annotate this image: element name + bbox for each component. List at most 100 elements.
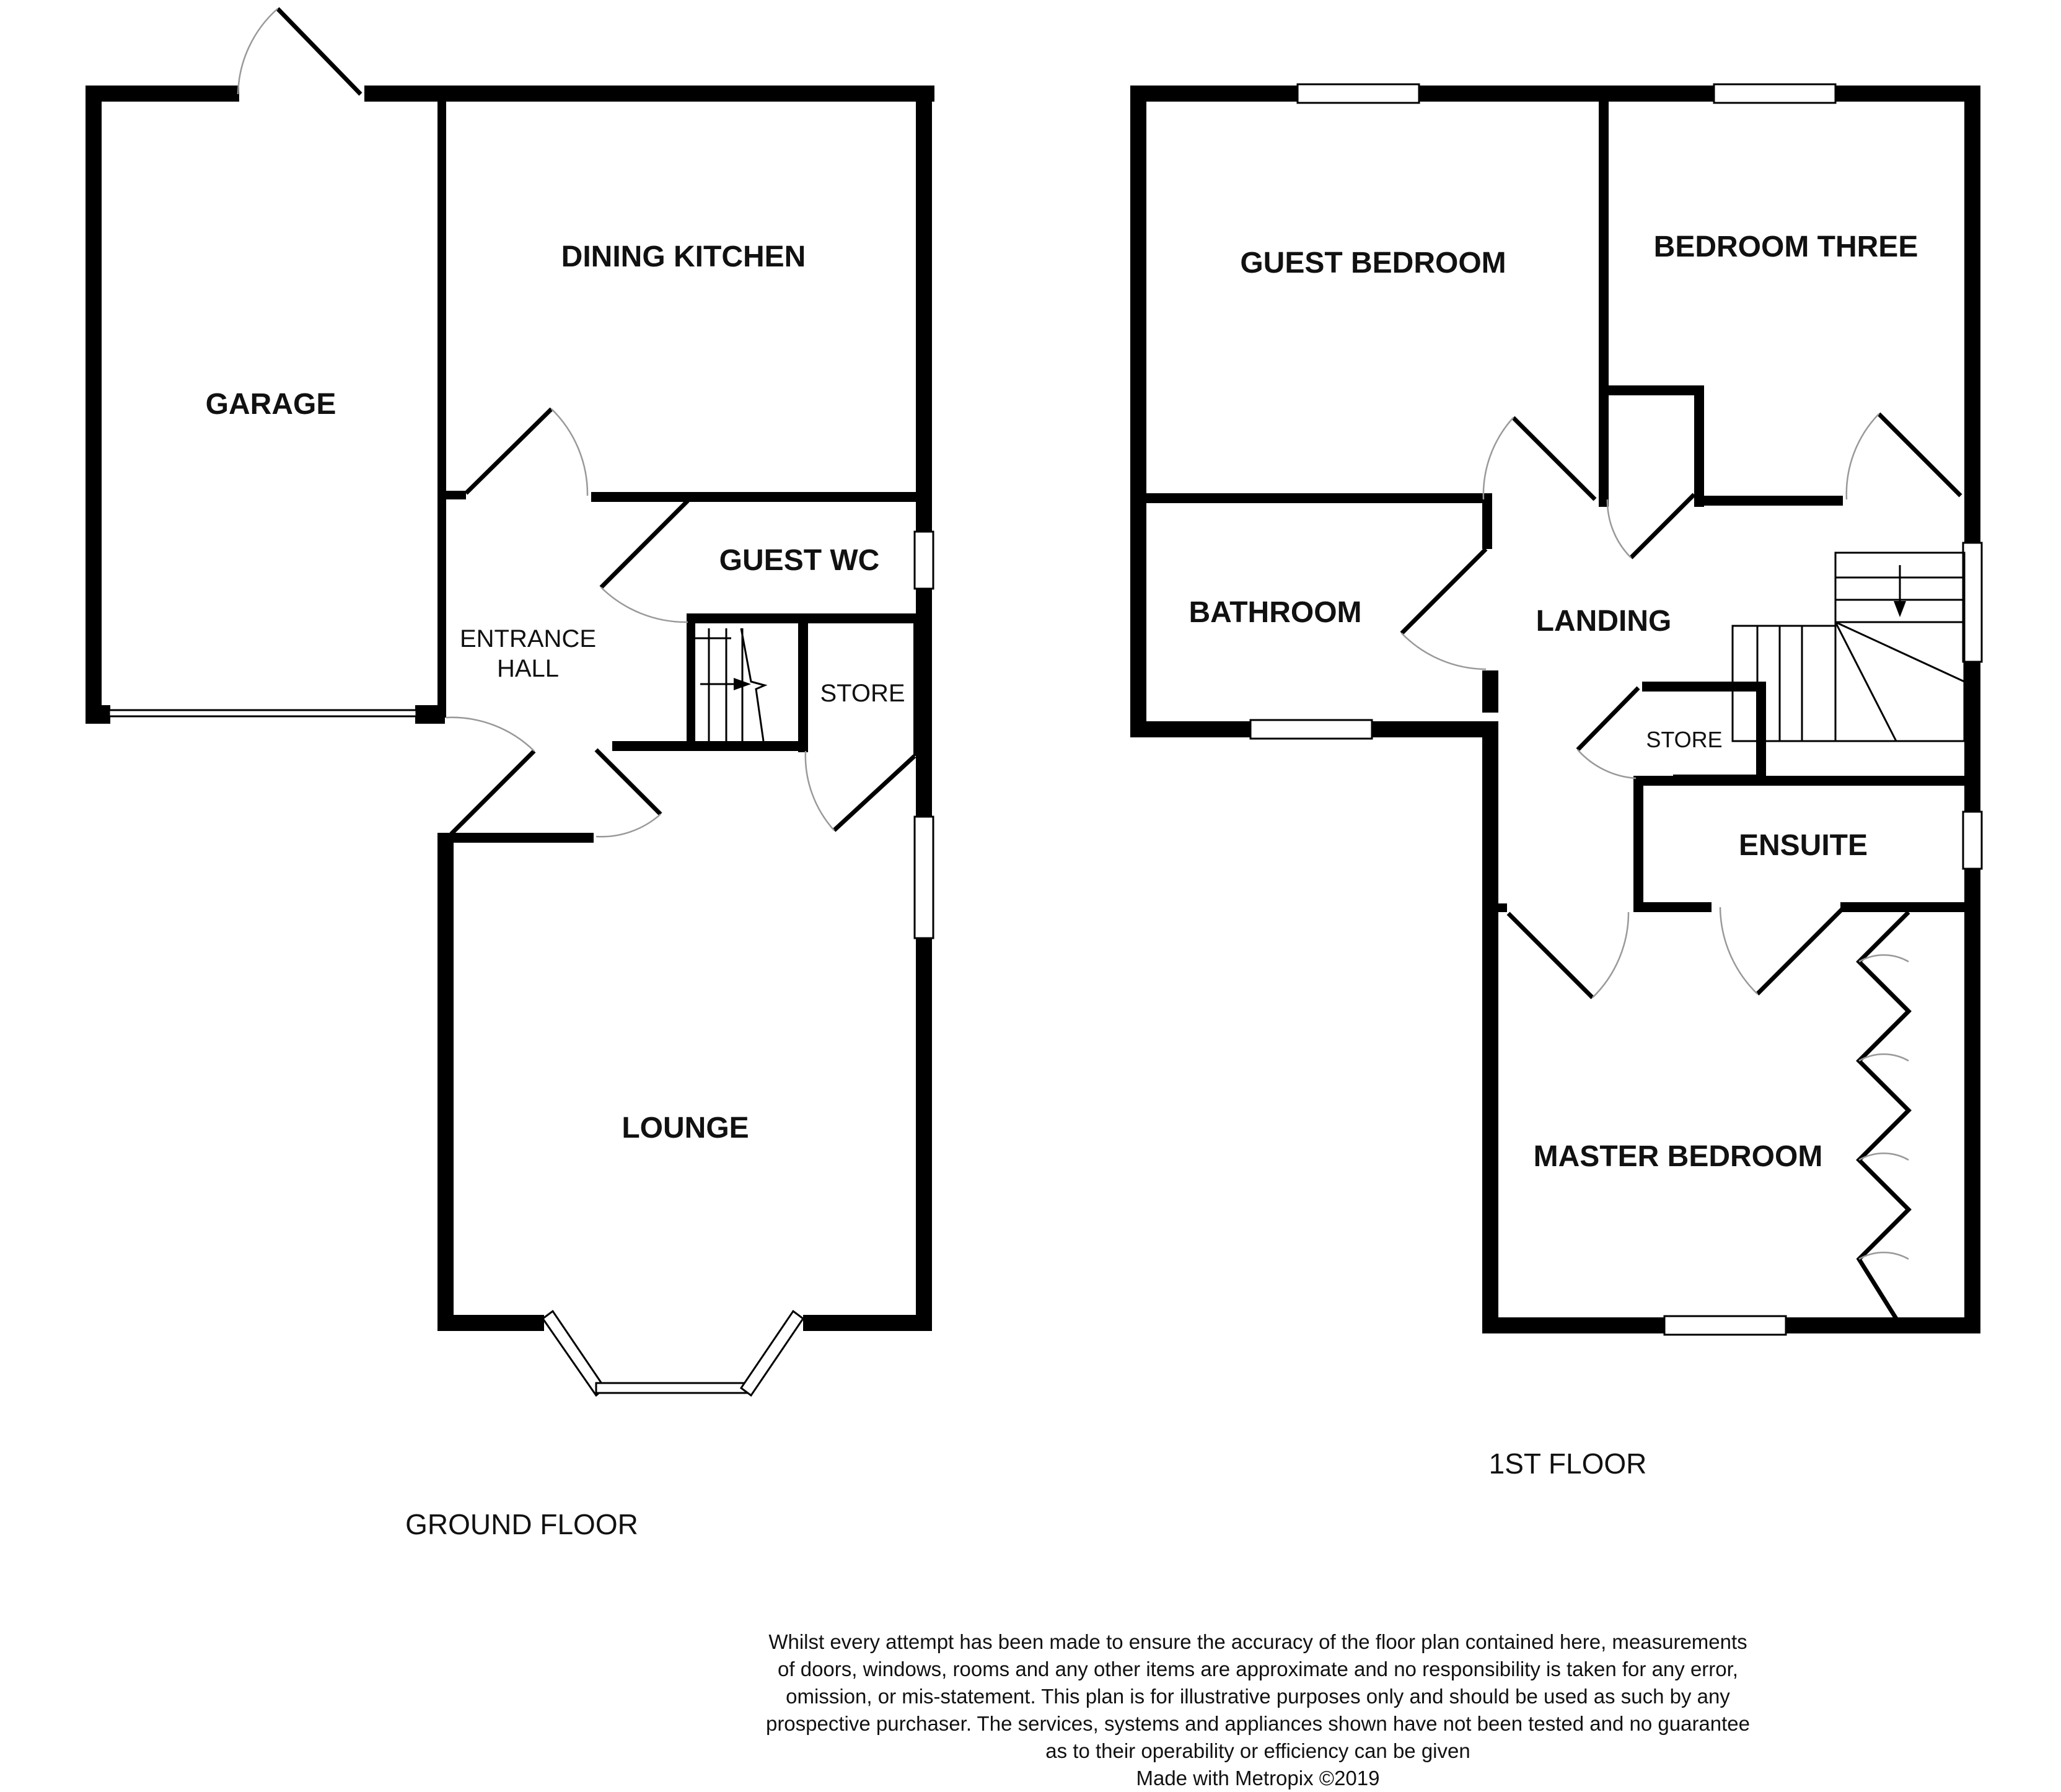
wardrobe-doors <box>1856 910 1912 1320</box>
ensuite-bottom-wall-left <box>1633 902 1712 912</box>
bedroom-three-door-leaf <box>1877 412 1962 498</box>
garage-door-line <box>108 709 418 718</box>
cupboard-right-wall <box>1694 385 1704 507</box>
ground-store-label: STORE <box>820 680 905 707</box>
bathroom-label: BATHROOM <box>1189 596 1361 629</box>
guest-wc-window <box>913 530 934 590</box>
ground-top-wall <box>364 86 934 102</box>
kitchen-door-leaf <box>464 407 553 495</box>
bathroom-right-wall <box>1482 493 1492 549</box>
bedroom-three-bottom-wall <box>1694 496 1843 506</box>
store-door-swing <box>804 750 835 831</box>
garage-door-swing <box>237 8 278 95</box>
guest-bedroom-door-swing <box>1482 417 1514 500</box>
disclaimer-line: omission, or mis-statement. This plan is… <box>786 1685 1730 1708</box>
entrance-hall-label-line2: HALL <box>497 655 559 682</box>
garage-top-wall <box>86 86 239 102</box>
guest-bathroom-divider <box>1130 493 1491 503</box>
stair-arrow-icon <box>734 678 751 690</box>
kitchen-door-swing <box>551 408 589 496</box>
disclaimer-line: Whilst every attempt has been made to en… <box>768 1630 1747 1653</box>
bedroom-three-door-swing <box>1845 413 1879 500</box>
lounge-left-wall <box>437 838 454 1331</box>
lounge-door-leaf <box>594 748 662 816</box>
disclaimer-text: Whilst every attempt has been made to en… <box>669 1628 1847 1792</box>
first-store-label: STORE <box>1646 727 1722 752</box>
ground-stairs <box>687 628 768 742</box>
store-wall <box>913 613 922 756</box>
front-door-leaf <box>449 749 536 836</box>
ground-floor-label: GROUND FLOOR <box>405 1508 638 1540</box>
lounge-bay-window-right <box>739 1309 805 1397</box>
hall-left-wall <box>437 496 446 718</box>
garage-door-leaf <box>276 7 363 96</box>
master-door-leaf <box>1506 911 1594 999</box>
first-floor-stairs <box>1731 551 1966 742</box>
front-door-swing <box>446 716 535 752</box>
ensuite-window <box>1962 810 1983 870</box>
guest-bedroom-label: GUEST BEDROOM <box>1240 247 1506 279</box>
garage-left-pier <box>86 705 110 724</box>
disclaimer-line: of doors, windows, rooms and any other i… <box>778 1658 1738 1680</box>
ensuite-door-leaf <box>1756 905 1846 996</box>
metropix-credit: Made with Metropix ©2019 <box>1136 1767 1380 1790</box>
ensuite-door-swing <box>1719 907 1758 995</box>
kitchen-bottom-wall <box>591 492 932 502</box>
first-stair-arrow-icon <box>1894 601 1906 617</box>
stair-cupboard-right-wall <box>798 613 808 752</box>
first-floor-label: 1ST FLOOR <box>1489 1447 1647 1480</box>
bathroom-door-swing <box>1401 633 1487 670</box>
landing-store-top-wall <box>1642 682 1766 692</box>
cupboard-door-leaf <box>1629 493 1696 560</box>
landing-store-door-swing <box>1577 749 1637 780</box>
garage-label: GARAGE <box>206 388 336 421</box>
stair-cupboard-left-wall <box>687 613 695 744</box>
ensuite-top-wall <box>1633 776 1980 786</box>
disclaimer-line: prospective purchaser. The services, sys… <box>765 1712 1751 1735</box>
lounge-side-window <box>913 815 934 939</box>
master-left-wall <box>1482 721 1498 1333</box>
master-bedroom-label: MASTER BEDROOM <box>1534 1140 1823 1173</box>
bedroom-three-label: BEDROOM THREE <box>1654 231 1918 263</box>
entrance-hall-label-line1: ENTRANCE <box>460 625 596 652</box>
bathroom-window <box>1249 719 1373 740</box>
ensuite-bottom-wall-right <box>1840 902 1980 912</box>
guest-bedroom-door-leaf <box>1511 416 1597 501</box>
landing-store-right-wall <box>1756 682 1766 786</box>
lounge-bottom-wall-right <box>803 1315 932 1331</box>
cupboard-top-wall <box>1599 385 1704 395</box>
first-right-wall <box>1964 86 1980 1333</box>
guest-wc-bottom-wall <box>687 613 932 623</box>
first-left-wall <box>1130 86 1146 737</box>
lounge-top-wall <box>437 833 594 843</box>
first-floor-plan: GUEST BEDROOM BEDROOM THREE BATHROOM LAN… <box>1130 83 1983 1480</box>
lounge-label: LOUNGE <box>622 1112 749 1144</box>
landing-side-window <box>1962 542 1983 663</box>
master-left-stub <box>1492 903 1507 912</box>
lounge-bay-window-front <box>595 1382 751 1394</box>
guest-wc-door-leaf <box>599 499 690 589</box>
stair-cupboard-bottom-wall <box>612 741 808 751</box>
landing-store-door-leaf <box>1576 686 1640 752</box>
ensuite-label: ENSUITE <box>1739 829 1868 862</box>
disclaimer-line: as to their operability or efficiency ca… <box>1045 1739 1470 1762</box>
dining-kitchen-label: DINING KITCHEN <box>561 240 806 273</box>
landing-left-wall <box>1482 670 1498 713</box>
bedroom-divider <box>1599 86 1609 507</box>
cupboard-door-swing <box>1606 499 1632 558</box>
first-top-wall <box>1130 86 1980 102</box>
bathroom-door-leaf <box>1400 547 1488 635</box>
master-door-swing <box>1592 911 1630 998</box>
bedroom-three-window <box>1713 83 1837 104</box>
hall-left-stub <box>437 491 466 499</box>
master-bedroom-window <box>1663 1315 1787 1336</box>
guest-wc-door-swing <box>600 587 688 623</box>
garage-left-wall <box>86 86 102 724</box>
landing-label: LANDING <box>1536 605 1672 638</box>
guest-wc-label: GUEST WC <box>719 544 880 577</box>
ground-floor-plan: GARAGE DINING KITCHEN GUEST WC ENTRANCE … <box>86 7 934 1540</box>
guest-bedroom-window <box>1296 83 1420 104</box>
lounge-door-swing <box>595 814 661 838</box>
store-door-leaf <box>832 754 916 832</box>
